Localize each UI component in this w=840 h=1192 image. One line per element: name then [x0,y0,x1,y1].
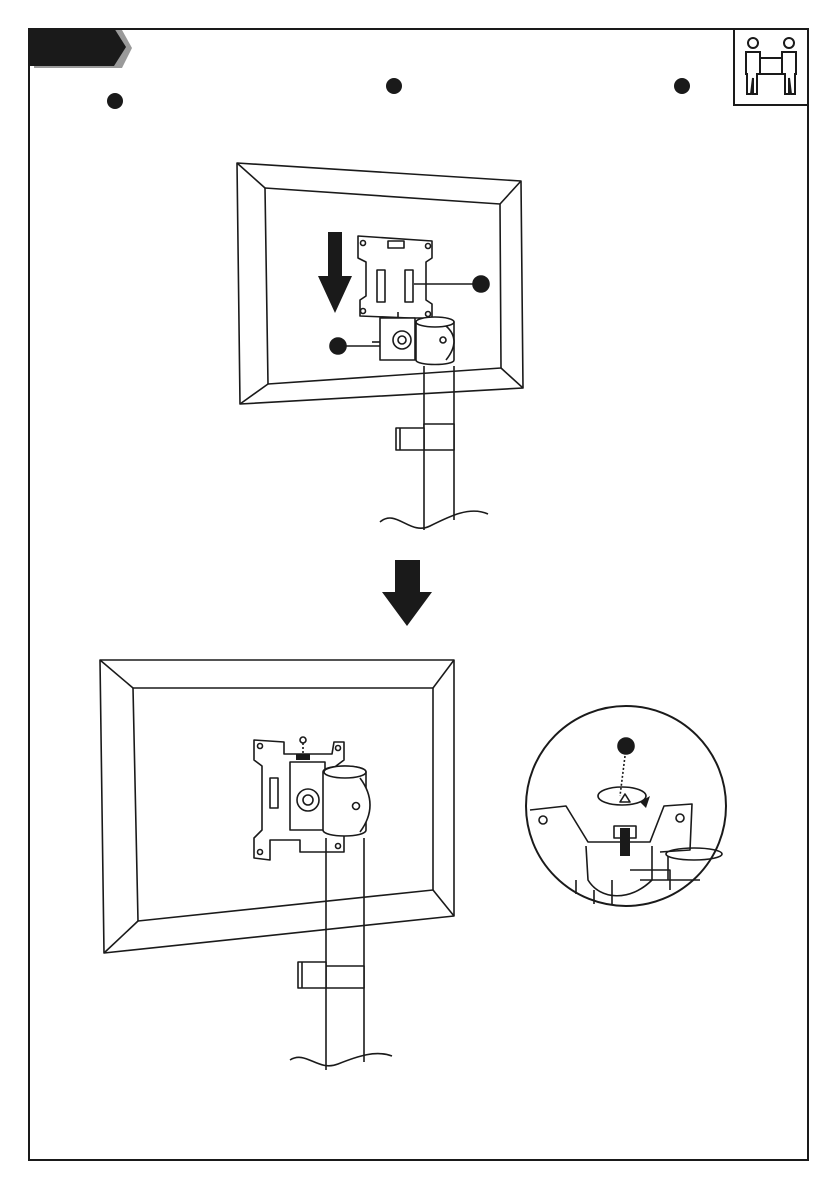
monitor-attached [100,660,454,1070]
monitor-attach-slide-down [237,163,523,530]
screw-tighten-detail [526,706,726,906]
big-down-arrow [382,560,432,626]
